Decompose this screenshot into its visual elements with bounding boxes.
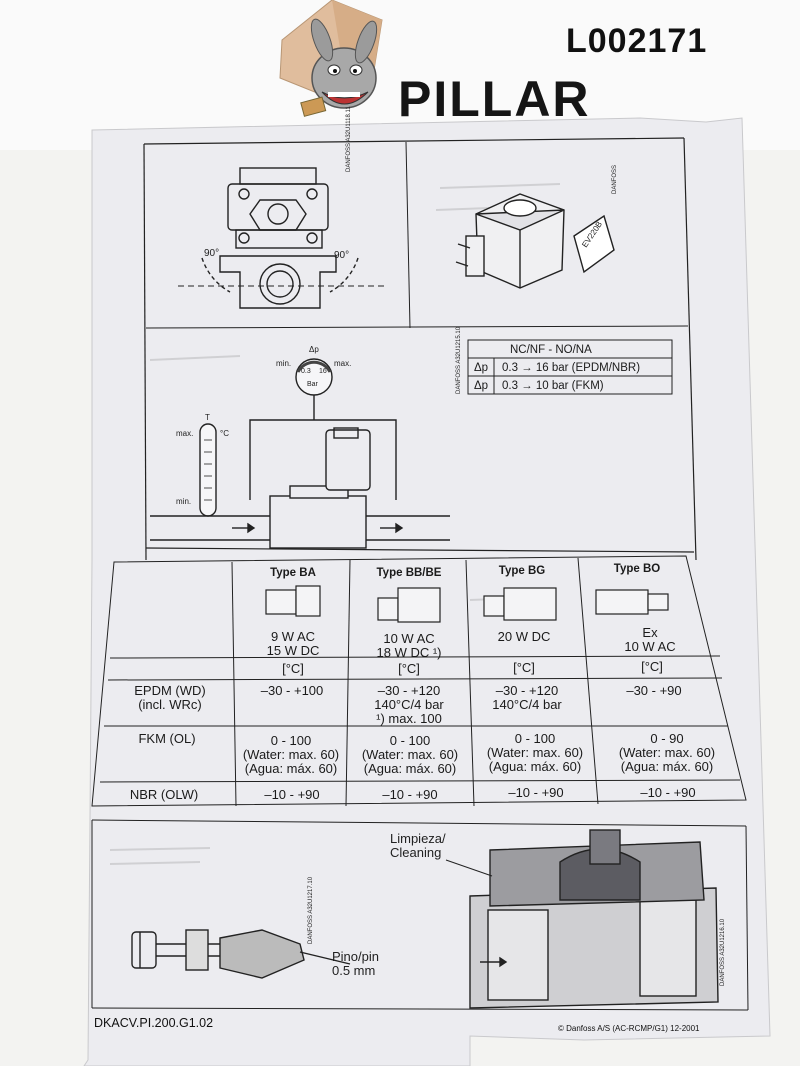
code-section: DANFOSS A32U1216.10: [720, 918, 726, 986]
row-label-epdm: EPDM (WD) (incl. WRc): [134, 683, 206, 712]
code-top-left: DANFOSS A32U1118.11: [346, 106, 352, 172]
nbr-ba: –10 - +90: [264, 787, 320, 802]
lot-code: L002171: [566, 22, 708, 60]
pressure-table-title: NC/NF - NO/NA: [510, 344, 592, 356]
col-type-ba: Type BA: [270, 567, 316, 579]
epdm-bo: –30 - +90: [626, 683, 682, 698]
brand-name: PILLAR: [398, 71, 591, 127]
col-type-bg: Type BG: [498, 565, 546, 577]
pressure-diagram: [150, 358, 450, 549]
gauge-low: 0.3: [301, 368, 311, 375]
epdm-ba: –30 - +100: [260, 683, 324, 698]
thermo-max: max.: [176, 429, 193, 438]
col-unit-bo: [°C]: [641, 659, 663, 674]
col-unit-ba: [°C]: [282, 661, 304, 676]
col-unit-bb: [°C]: [398, 661, 420, 676]
col-power-bb: 10 W AC 18 W DC ¹): [376, 631, 442, 660]
cleaning-label: Limpieza/ Cleaning: [390, 831, 446, 860]
angle-right: 90°: [334, 250, 349, 261]
gauge-min: min.: [276, 359, 291, 368]
coil-drawing: [455, 193, 615, 289]
thermo-unit: °C: [220, 429, 229, 438]
gauge-high: 16: [319, 368, 327, 375]
fkm-bb: 0 - 100 (Water: max. 60) (Agua: máx. 60): [361, 733, 459, 776]
thermo-min: min.: [176, 497, 191, 506]
nbr-bb: –10 - +90: [382, 787, 438, 802]
valve-section-drawing: [469, 829, 719, 1009]
epdm-bb: –30 - +120 140°C/4 bar ¹) max. 100: [374, 683, 444, 726]
gauge-dp: Δp: [309, 345, 319, 354]
pin-label: Pino/pin 0.5 mm: [332, 949, 379, 978]
doc-code: DKACV.PI.200.G1.02: [94, 1016, 214, 1030]
pressure-table-grid: [467, 339, 673, 395]
pressure-row-2-value: 0.3 → 10 bar (FKM): [502, 380, 604, 392]
nbr-bg: –10 - +90: [508, 785, 564, 800]
fkm-bg: 0 - 100 (Water: max. 60) (Agua: máx. 60): [486, 731, 584, 774]
fkm-bo: 0 - 90 (Water: max. 60) (Agua: máx. 60): [618, 731, 716, 774]
col-power-ba: 9 W AC 15 W DC: [266, 629, 320, 658]
row-label-fkm: FKM (OL): [138, 731, 196, 746]
col-power-bo: Ex 10 W AC: [624, 625, 676, 654]
donkey-logo: [279, 0, 383, 117]
code-pin: DANFOSS A32U1217.10: [308, 876, 314, 944]
thermo-top: T: [205, 413, 210, 422]
epdm-bg: –30 - +120 140°C/4 bar: [492, 683, 562, 712]
pressure-row-1-value: 0.3 → 16 bar (EPDM/NBR): [502, 362, 641, 374]
code-pressure: DANFOSS A32U1215.10: [456, 326, 462, 394]
copyright: © Danfoss A/S (AC-RCMP/G1) 12-2001: [558, 1024, 700, 1033]
angle-left: 90°: [204, 248, 219, 259]
temperature-table-grid: [91, 555, 747, 807]
fkm-ba: 0 - 100 (Water: max. 60) (Agua: máx. 60): [242, 733, 340, 776]
pressure-row-1-symbol: Δp: [474, 362, 489, 374]
col-type-bb: Type BB/BE: [376, 567, 442, 579]
gauge-max: max.: [334, 359, 351, 368]
code-top-right: DANFOSS: [612, 165, 618, 194]
pressure-row-2-symbol: Δp: [474, 380, 489, 392]
col-unit-bg: [°C]: [513, 660, 535, 675]
gauge-unit: Bar: [307, 381, 319, 388]
col-power-bg: 20 W DC: [497, 629, 551, 644]
nbr-bo: –10 - +90: [640, 785, 696, 800]
row-label-nbr: NBR (OLW): [129, 787, 199, 802]
col-type-bo: Type BO: [613, 563, 661, 575]
valve-front-drawing: [178, 167, 384, 309]
coil-type-icons: [265, 585, 669, 623]
pin-drawing: [131, 929, 351, 979]
